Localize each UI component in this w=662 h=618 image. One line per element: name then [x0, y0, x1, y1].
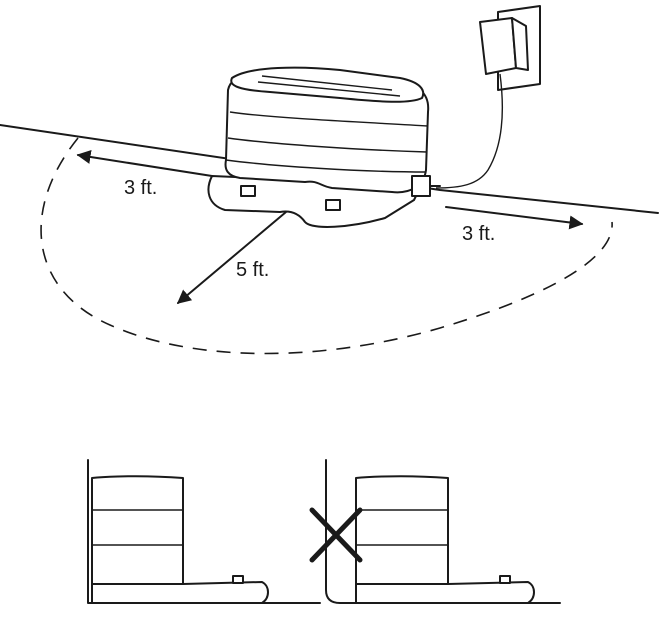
wall-floor-line: [0, 124, 659, 214]
right-clearance-label: 3 ft.: [462, 223, 495, 245]
incorrect-placement-panel: [325, 459, 561, 604]
correct-placement-panel: [87, 459, 321, 604]
arrow-icon: [76, 150, 213, 177]
clearance-arc: [40, 137, 613, 355]
front-clearance-label: 5 ft.: [236, 259, 269, 281]
docking-station: [207, 66, 441, 228]
arrow-icon: [445, 206, 584, 230]
arrow-icon: [176, 211, 287, 304]
left-clearance-label: 3 ft.: [124, 177, 157, 199]
x-mark-icon: [309, 507, 363, 563]
power-adapter-icon: [435, 5, 541, 189]
